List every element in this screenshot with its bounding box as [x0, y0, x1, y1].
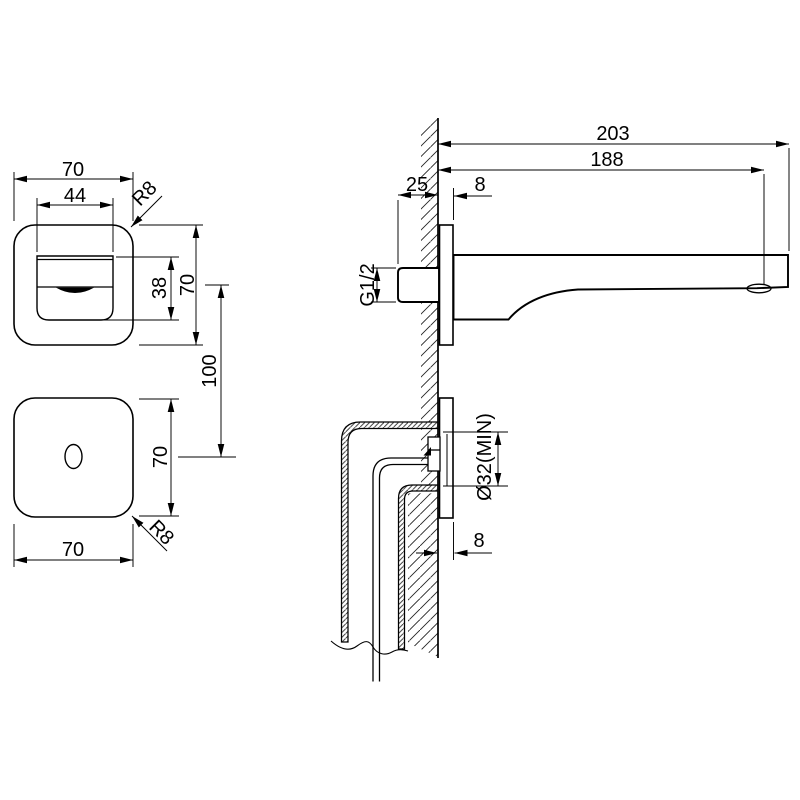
spout-body	[452, 254, 789, 321]
spout-opening-shadow	[56, 287, 94, 294]
dim-wall-recess: 25	[406, 174, 428, 196]
radius-callout-bottom: R8	[144, 516, 178, 550]
front-view-top-plate: 70 44 R8 38 70 100	[13, 159, 236, 458]
dim-height-top: 70	[177, 274, 199, 296]
seal-cone	[423, 447, 431, 456]
thread-size-label: G1/2	[357, 263, 379, 306]
dim-flange-depth-top: 8	[474, 174, 485, 196]
drain-sleeve-wall	[397, 484, 439, 650]
dim-width-top: 70	[62, 159, 84, 181]
sensor-window	[64, 443, 83, 470]
wall-hatch-lower	[408, 493, 438, 657]
dim-inner-width: 44	[64, 185, 86, 207]
drain-section	[330, 397, 454, 682]
dim-spout-reach: 188	[590, 149, 623, 171]
break-line	[330, 640, 409, 655]
dim-total-projection: 203	[596, 123, 629, 145]
wall-section	[408, 118, 439, 658]
plate-outline-bottom	[13, 397, 134, 518]
dim-center-distance: 100	[199, 354, 221, 387]
aerator	[746, 283, 772, 294]
drain-hole-label: Ø32(MIN)	[474, 413, 496, 501]
dim-spout-height: 38	[149, 277, 171, 299]
dim-height-bottom: 70	[150, 446, 172, 468]
front-view-bottom-plate: 70 70 R8	[13, 397, 179, 567]
spout-side-view	[397, 224, 789, 346]
wall-flange-bottom	[438, 397, 454, 519]
thread-connector	[397, 267, 440, 303]
supply-pipe-outer	[372, 457, 428, 682]
dim-width-bottom: 70	[62, 539, 84, 561]
recess-box-wall	[340, 421, 439, 643]
supply-pipe-inner	[378, 463, 428, 682]
wall-flange-top	[438, 224, 454, 346]
plate-outline	[13, 224, 134, 346]
side-view-dimensions: 203 188 25 8 G1/2 Ø32(MIN) 8	[357, 123, 790, 560]
spout-front-outline	[36, 255, 114, 321]
dim-flange-depth-bottom: 8	[473, 530, 484, 552]
